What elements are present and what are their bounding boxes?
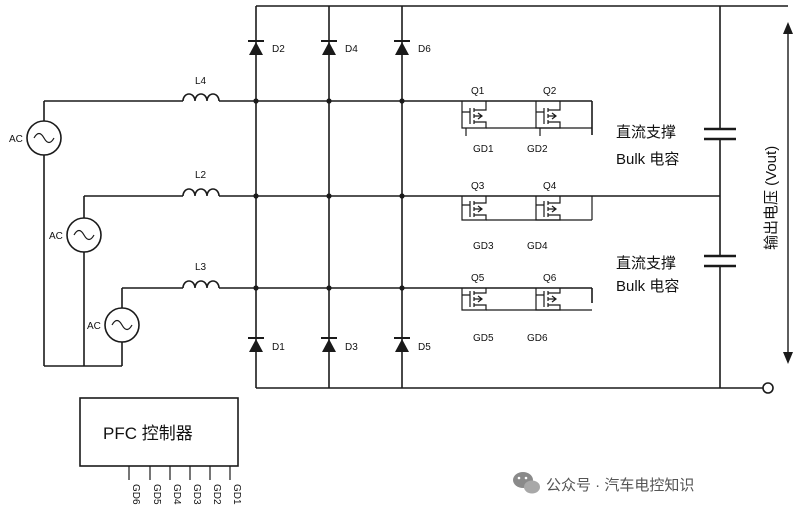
pfc-controller: PFC 控制器 GD6 GD5 GD4 GD3 GD2 GD1 <box>79 397 242 505</box>
wechat-icon <box>513 472 540 494</box>
output-voltage-label: 输出电压 (Vout) <box>763 146 780 250</box>
mosfet-q3: Q3 GD3 <box>461 181 494 252</box>
watermark: 公众号 · 汽车电控知识 <box>513 472 694 494</box>
gate-label: GD2 <box>527 144 548 155</box>
inductor-l3: L3 <box>122 262 222 289</box>
diode-d6: D6 <box>394 40 431 55</box>
controller-pin-label: GD6 <box>130 484 141 505</box>
controller-pin-label: GD1 <box>231 484 242 505</box>
diode-d4: D4 <box>321 40 358 55</box>
bulk-capacitor-2 <box>704 254 736 268</box>
capacitor-label-line1: 直流支撑 <box>616 255 676 272</box>
controller-pin-label: GD5 <box>151 484 162 505</box>
switch-label: Q1 <box>471 86 485 97</box>
ac-source-label: AC <box>49 231 63 242</box>
gate-label: GD6 <box>527 333 548 344</box>
controller-pin-label: GD2 <box>211 484 222 505</box>
diode-label: D5 <box>418 342 431 353</box>
pfc-controller-label: PFC 控制器 <box>103 424 193 443</box>
switch-label: Q6 <box>543 273 557 284</box>
ac-source-3: AC <box>87 307 140 343</box>
diode-d1: D1 <box>248 337 285 353</box>
inductor-l4: L4 <box>44 76 222 102</box>
diode-label: D1 <box>272 342 285 353</box>
diode-label: D3 <box>345 342 358 353</box>
inductor-label: L2 <box>195 170 207 181</box>
gate-label: GD3 <box>473 241 494 252</box>
ac-source-label: AC <box>87 321 101 332</box>
capacitor-label-line2: Bulk 电容 <box>616 151 679 168</box>
junction-dots <box>253 98 405 291</box>
diode-label: D6 <box>418 44 431 55</box>
watermark-text: 公众号 · 汽车电控知识 <box>546 477 694 494</box>
capacitor-label-line2: Bulk 电容 <box>616 278 679 295</box>
inductor-label: L4 <box>195 76 207 87</box>
switch-label: Q5 <box>471 273 485 284</box>
diode-label: D2 <box>272 44 285 55</box>
mosfet-q2: Q2 GD2 <box>527 86 561 155</box>
mosfet-q4: Q4 GD4 <box>527 181 561 252</box>
inductor-l2: L2 <box>84 170 222 197</box>
vout-arrow <box>783 22 793 364</box>
switch-label: Q3 <box>471 181 485 192</box>
ac-source-label: AC <box>9 134 23 145</box>
controller-pin-label: GD4 <box>171 484 182 505</box>
controller-pin-stubs <box>128 466 231 480</box>
diode-d3: D3 <box>321 337 358 353</box>
controller-pin-label: GD3 <box>191 484 202 505</box>
gate-label: GD5 <box>473 333 494 344</box>
mosfet-q5: Q5 GD5 <box>461 273 494 344</box>
gate-label: GD1 <box>473 144 494 155</box>
ac-source-1: AC <box>9 120 62 156</box>
output-terminal <box>762 382 774 394</box>
diode-label: D4 <box>345 44 358 55</box>
mosfet-q1: Q1 GD1 <box>461 86 494 155</box>
switch-label: Q2 <box>543 86 557 97</box>
mosfet-q6: Q6 GD6 <box>527 273 561 344</box>
inductor-label: L3 <box>195 262 207 273</box>
gate-label: GD4 <box>527 241 548 252</box>
ac-source-2: AC <box>49 217 102 253</box>
diode-d2: D2 <box>248 40 285 55</box>
diode-d5: D5 <box>394 337 431 353</box>
switch-label: Q4 <box>543 181 557 192</box>
capacitor-label-line1: 直流支撑 <box>616 124 676 141</box>
bulk-capacitor-1 <box>704 127 736 141</box>
